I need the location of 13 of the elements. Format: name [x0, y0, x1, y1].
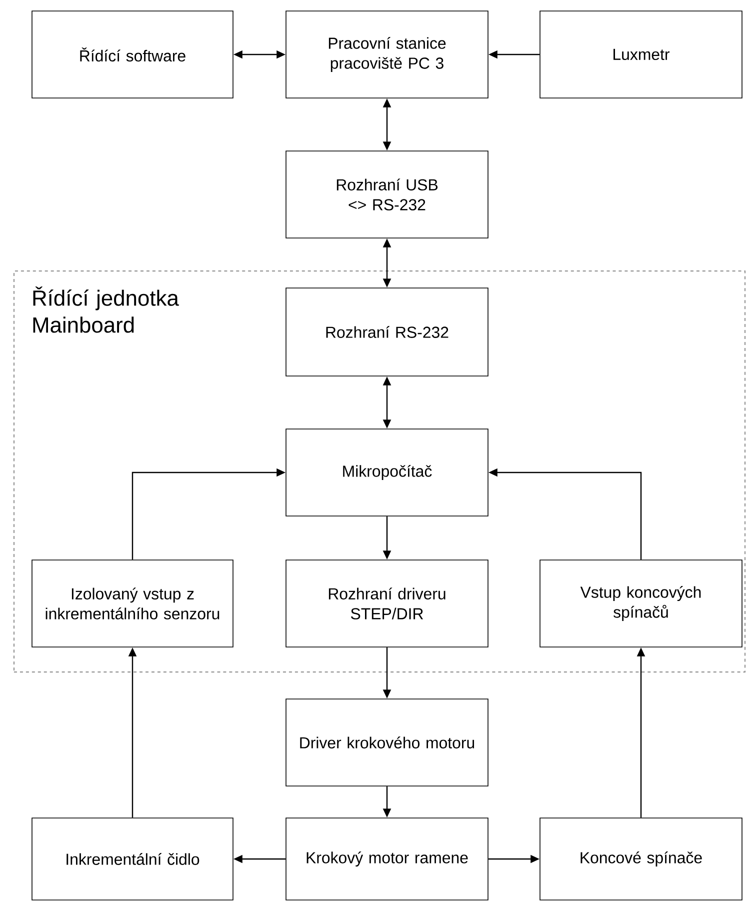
- process-box: Izolovaný vstup z inkrementálního senzoru: [32, 560, 234, 648]
- process-box: Inkrementální čidlo: [32, 818, 234, 900]
- process-box: Rozhraní driveru STEP/DIR: [286, 560, 488, 648]
- process-box: Koncové spínače: [540, 818, 742, 900]
- process-box: Mikropočítač: [286, 428, 488, 516]
- process-box: Pracovní stanice pracoviště PC 3: [286, 10, 488, 98]
- process-box: Rozhraní USB <> RS-232: [286, 150, 488, 238]
- process-box: Rozhraní RS-232: [286, 288, 488, 376]
- process-box: Driver krokového motoru: [286, 698, 488, 786]
- process-box: Řídící software: [32, 10, 234, 98]
- process-box: Vstup koncových spínačů: [540, 560, 742, 648]
- process-box: Luxmetr: [540, 10, 742, 98]
- process-box: Krokový motor ramene: [286, 818, 488, 900]
